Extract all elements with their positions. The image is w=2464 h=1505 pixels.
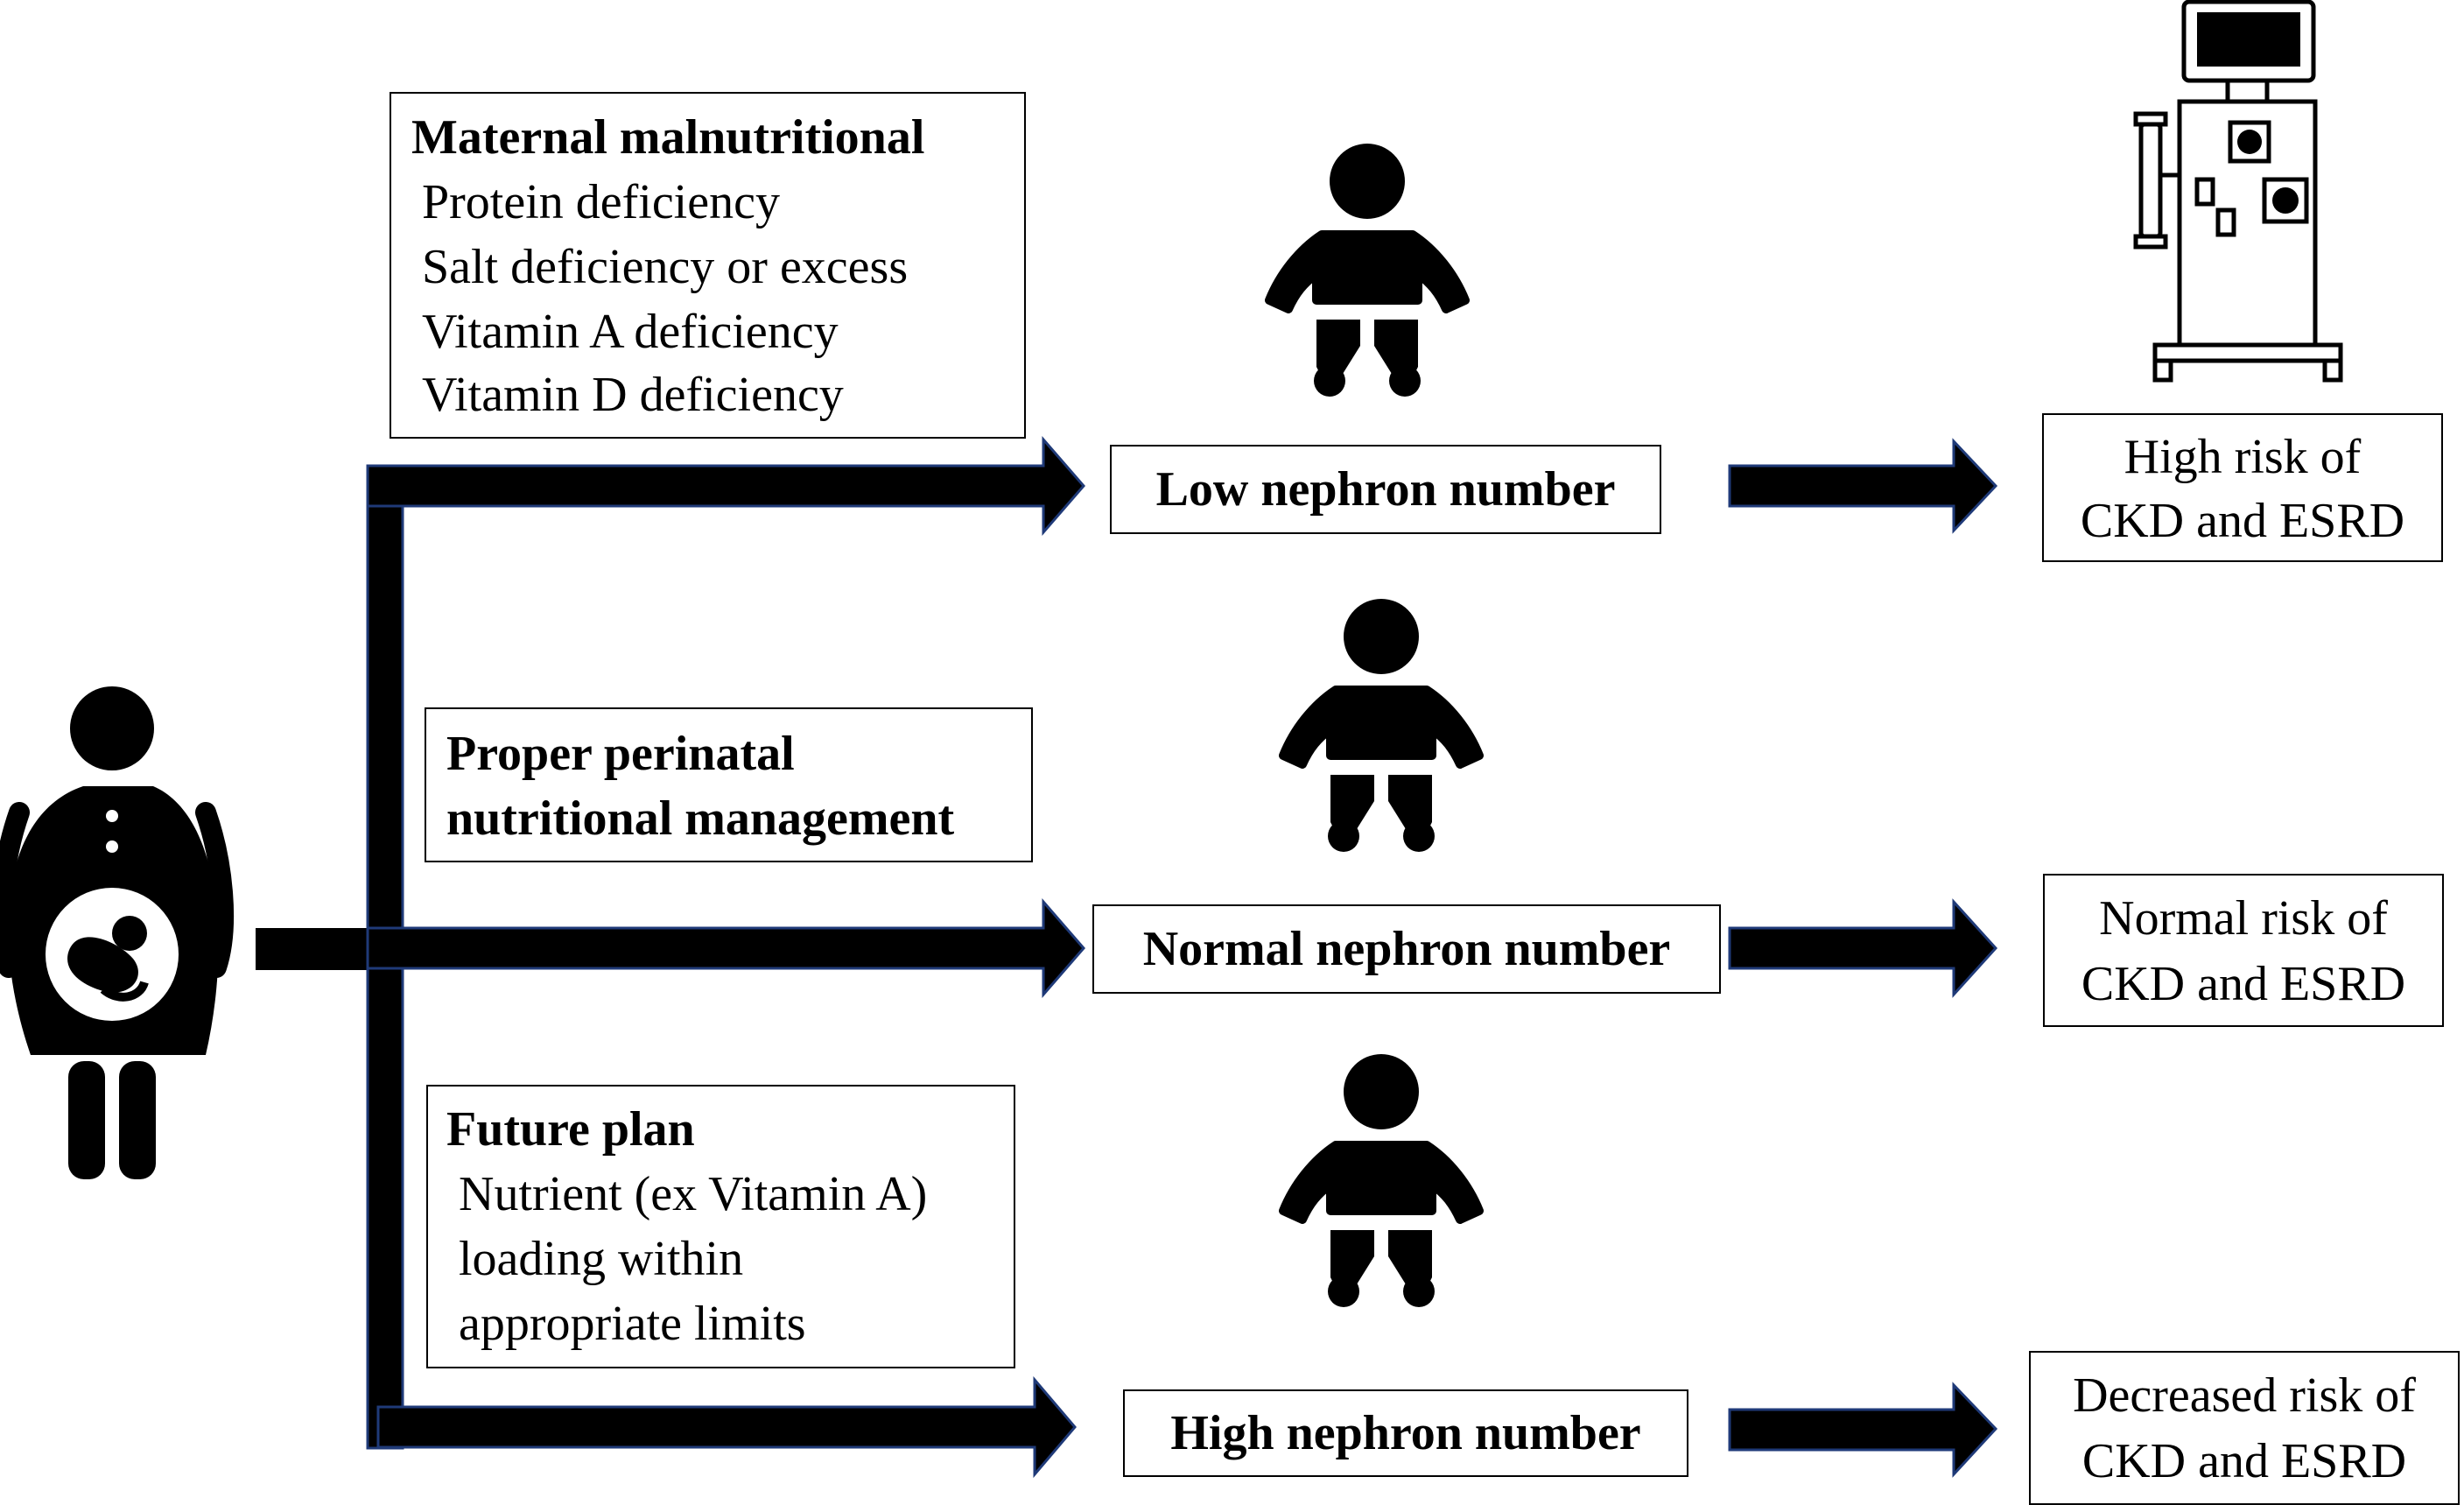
dialysis-machine-icon (2133, 0, 2343, 383)
future-plan-line: loading within (459, 1232, 744, 1286)
future-plan-box (426, 1085, 1015, 1368)
arrow-tree (256, 435, 1998, 1479)
malnutrition-title: Maternal malnutritional (411, 110, 925, 165)
arrow-to-high (376, 1375, 1077, 1479)
normal-nephron-label: Normal nephron number (1142, 922, 1671, 976)
high-risk-box (2042, 413, 2443, 562)
future-plan-line: Nutrient (ex Vitamin A) (459, 1167, 928, 1221)
decreased-risk-line: CKD and ESRD (2081, 1434, 2407, 1488)
proper-management-line: nutritional management (446, 791, 955, 846)
malnutrition-item: Salt deficiency or excess (422, 240, 909, 294)
malnutrition-item: Vitamin A deficiency (422, 305, 839, 359)
low-nephron-label: Low nephron number (1155, 462, 1616, 517)
high-risk-line: High risk of (2124, 430, 2362, 484)
baby-icon (1265, 144, 1470, 397)
high-nephron-box: High nephron number (1123, 1389, 1688, 1477)
arrow-low-risk (1728, 438, 1998, 534)
decreased-risk-box (2029, 1351, 2460, 1505)
normal-risk-line: Normal risk of (2099, 891, 2388, 946)
proper-management-line: Proper perinatal (446, 727, 795, 781)
arrow-to-normal (366, 897, 1085, 999)
malnutrition-item: Protein deficiency (422, 175, 780, 229)
baby-icon (1279, 1054, 1484, 1307)
high-risk-line: CKD and ESRD (2080, 494, 2405, 548)
baby-icon (1279, 599, 1484, 852)
normal-risk-line: CKD and ESRD (2081, 957, 2406, 1011)
low-nephron-box: Low nephron number (1110, 445, 1661, 534)
decreased-risk-line: Decreased risk of (2073, 1368, 2416, 1423)
arrow-to-low (366, 435, 1085, 537)
future-plan-title: Future plan (446, 1102, 695, 1157)
malnutrition-box (390, 92, 1026, 439)
normal-nephron-box: Normal nephron number (1092, 904, 1721, 994)
proper-management-box (425, 707, 1033, 862)
normal-risk-box (2043, 874, 2444, 1027)
woman-stub-bar (256, 928, 369, 970)
high-nephron-label: High nephron number (1170, 1406, 1641, 1460)
future-plan-line: appropriate limits (459, 1297, 806, 1351)
malnutrition-item: Vitamin D deficiency (422, 368, 844, 422)
pregnant-woman-icon (0, 686, 235, 1179)
arrow-high-risk (1728, 1382, 1998, 1478)
arrow-normal-risk (1728, 898, 1998, 998)
